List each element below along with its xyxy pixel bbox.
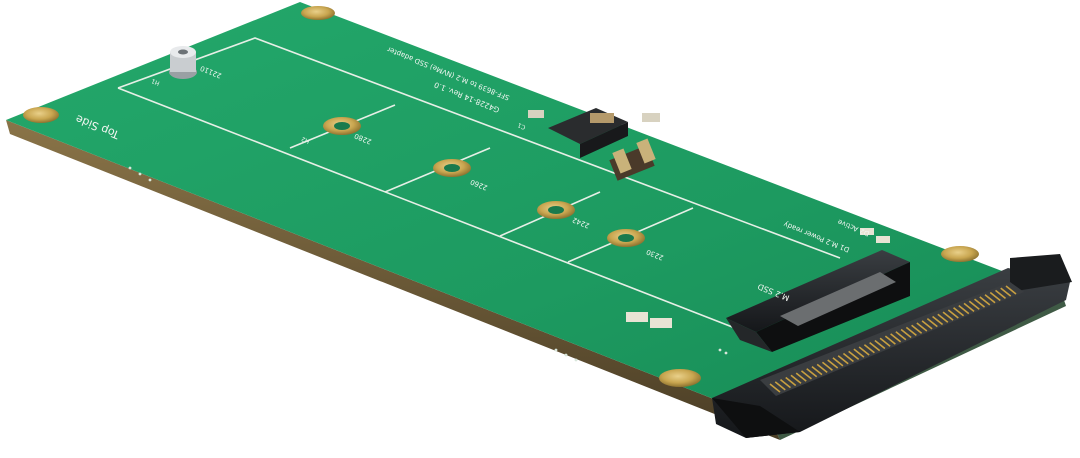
connector-pin — [832, 357, 844, 367]
hole-label-h2: H2 — [300, 135, 311, 145]
connector-pin — [774, 381, 786, 391]
connector-pin — [800, 370, 812, 380]
cap-label: C1 — [517, 121, 527, 131]
connector-pin — [974, 298, 986, 308]
connector-pin — [926, 318, 938, 328]
connector-pin — [837, 355, 849, 365]
connector-pin — [795, 372, 807, 382]
connector-pin — [932, 315, 944, 326]
connector-pin — [811, 365, 823, 376]
connector-pin — [968, 300, 980, 310]
connector-pin — [806, 368, 818, 378]
hole-label-h1: H1 — [150, 77, 161, 87]
connector-pin — [995, 289, 1007, 299]
connector-pin — [869, 341, 881, 352]
connector-pin — [947, 309, 959, 319]
connector-pin — [958, 304, 970, 315]
connector-pin — [984, 294, 996, 304]
connector-pin — [1000, 287, 1012, 297]
connector-pin — [821, 361, 833, 371]
u2-edge-connector — [712, 254, 1072, 438]
connector-pin — [863, 344, 875, 354]
connector-pin — [785, 376, 797, 387]
connector-pin — [890, 333, 902, 343]
connector-pin — [905, 326, 917, 337]
connector-pin — [848, 350, 860, 360]
corner-pad-right — [941, 246, 979, 262]
connector-pin — [858, 346, 870, 356]
connector-pin — [879, 337, 891, 347]
connector-pin — [779, 379, 791, 389]
corner-pad-left — [23, 107, 59, 123]
connector-pin — [895, 331, 907, 341]
connector-pin — [790, 374, 802, 384]
power-components — [528, 108, 890, 328]
connector-pin — [816, 363, 828, 374]
connector-pin — [874, 339, 886, 350]
connector-pin — [921, 320, 933, 330]
connector-pin — [937, 313, 949, 323]
connector-pin — [963, 302, 975, 313]
connector-pin — [884, 335, 896, 345]
connector-pin — [1005, 285, 1017, 295]
connector-pin — [953, 307, 965, 317]
connector-pin — [942, 311, 954, 321]
connector-pin — [842, 352, 854, 363]
screw-standoff — [169, 46, 197, 79]
corner-pad-top — [301, 6, 335, 20]
connector-pin — [979, 296, 991, 306]
connector-pin — [900, 328, 912, 339]
mounting-pads — [23, 6, 979, 387]
connector-pin — [989, 291, 1001, 302]
pcb-edge — [6, 120, 780, 440]
connector-pin — [769, 383, 781, 393]
connector-pin — [853, 348, 865, 358]
connector-pins — [769, 285, 1017, 393]
connector-pin — [916, 322, 928, 332]
corner-pad-bottom — [659, 369, 701, 387]
connector-pin — [911, 324, 923, 334]
m2-slot-connector — [726, 250, 910, 352]
connector-pin — [827, 359, 839, 369]
vias — [128, 166, 728, 362]
